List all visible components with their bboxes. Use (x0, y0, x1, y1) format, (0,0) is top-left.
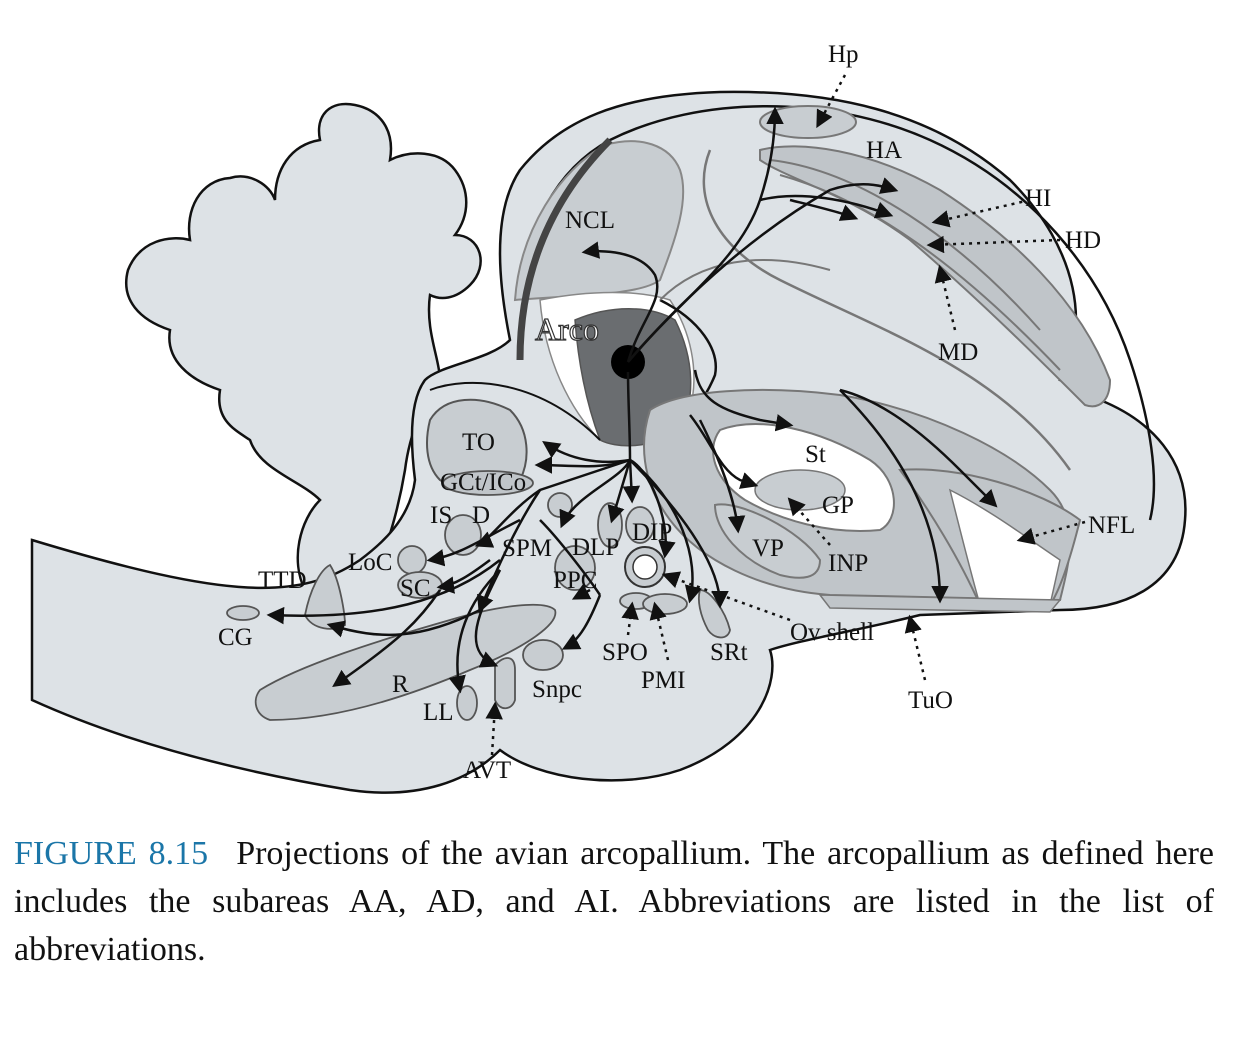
loc-region (397, 545, 427, 575)
label-ttd: TTD (258, 567, 307, 594)
hi-line (769, 159, 1041, 331)
caption-text: Projections of the avian arcopallium. Th… (14, 835, 1214, 968)
label-cg: CG (218, 624, 253, 651)
label-arco: Arco (535, 311, 599, 347)
label-pmi: PMI (641, 667, 685, 694)
label-st: St (805, 441, 826, 468)
label-vp: VP (752, 535, 784, 562)
label-tuo: TuO (908, 687, 953, 714)
cg-region (226, 605, 260, 621)
label-sc: SC (400, 575, 431, 602)
label-ncl: NCL (565, 207, 615, 234)
label-gct-ico: GCt/ICo (440, 469, 526, 496)
label-spo: SPO (602, 639, 648, 666)
label-snpc: Snpc (532, 676, 582, 703)
ncl-lamina (516, 137, 613, 361)
tuo-band (818, 594, 1062, 613)
label-hi: HI (1025, 185, 1051, 212)
label-hp: Hp (828, 41, 859, 68)
brain-projection-diagram: Hp HA HI HD MD NCL Arco St GP INP VP NFL… (30, 41, 1187, 794)
label-d: D (472, 502, 490, 529)
label-inp: INP (828, 550, 868, 577)
label-md: MD (938, 339, 978, 366)
label-is: IS (430, 502, 452, 529)
hd-line (779, 174, 1061, 371)
label-hd: HD (1065, 227, 1101, 254)
label-leaders (485, 74, 1086, 756)
ov-core (632, 554, 658, 580)
label-to: TO (462, 429, 495, 456)
ll-region (456, 685, 478, 721)
pmi-region (642, 593, 688, 615)
label-srt: SRt (710, 639, 748, 666)
label-ppc: PPC (553, 567, 597, 594)
snpc-region (522, 639, 564, 671)
ttd-region (304, 563, 346, 630)
mesopallium-line (702, 149, 1072, 471)
dip-region (625, 506, 655, 544)
projection-arrows (266, 106, 998, 694)
label-dlp: DLP (572, 534, 619, 561)
label-spm: SPM (502, 535, 552, 562)
figure-number: FIGURE 8.15 (14, 835, 209, 872)
gct-ico-region (442, 470, 534, 496)
pallial-subpallial-line (659, 259, 831, 301)
label-r: R (392, 671, 409, 698)
r-region (254, 603, 557, 721)
midbrain-boundary (429, 381, 601, 441)
label-loc: LoC (348, 549, 392, 576)
label-dip: DIP (632, 519, 672, 546)
label-ll: LL (423, 699, 454, 726)
label-ov-shell: Ov shell (790, 619, 874, 646)
avt-region (494, 657, 516, 710)
label-ha: HA (866, 137, 902, 164)
region-labels: Hp HA HI HD MD NCL Arco St GP INP VP NFL… (218, 41, 1135, 784)
label-nfl: NFL (1088, 512, 1135, 539)
nfl-white (948, 488, 1061, 606)
label-avt: AVT (463, 757, 511, 784)
label-gp: GP (822, 492, 854, 519)
